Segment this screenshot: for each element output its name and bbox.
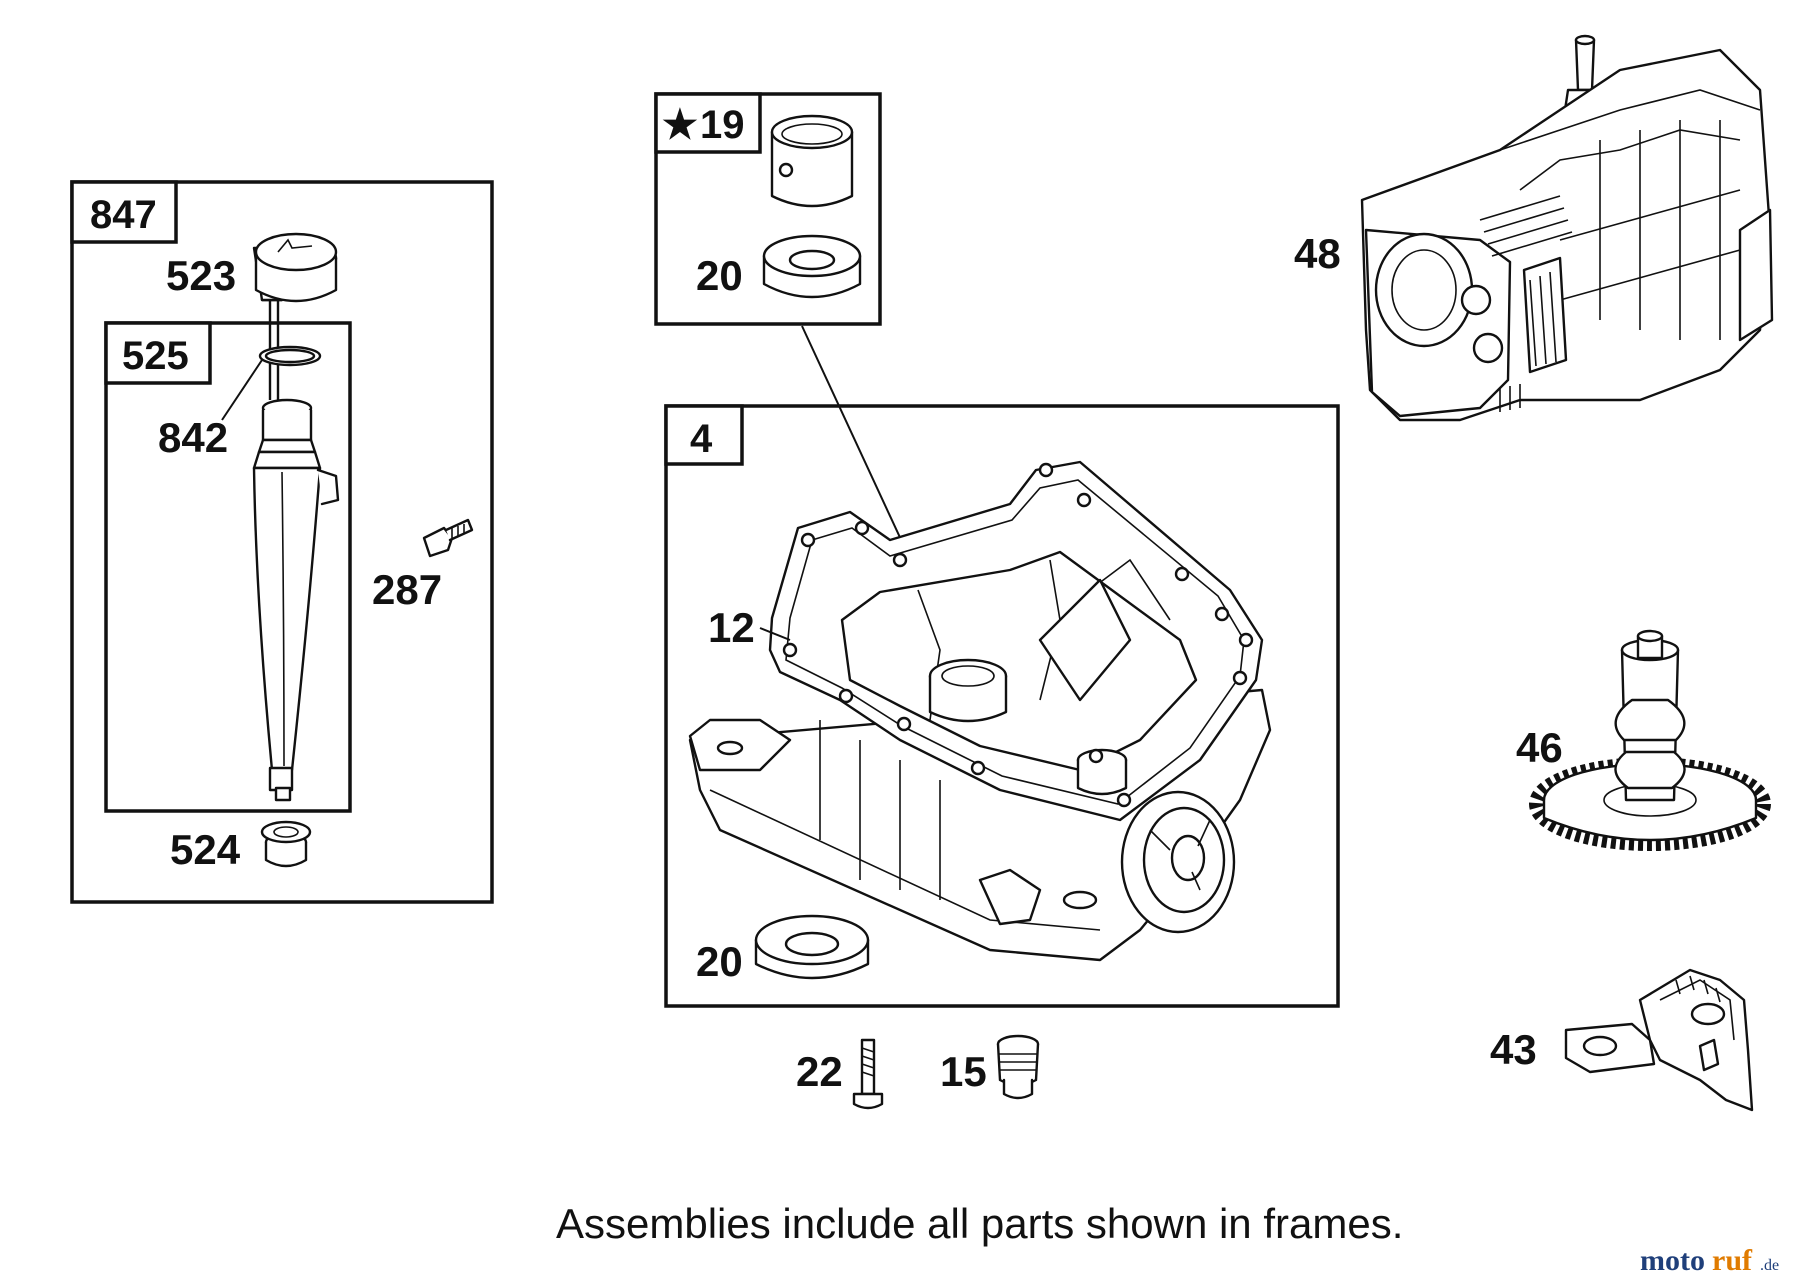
watermark-brand-2: ruf xyxy=(1712,1244,1753,1277)
part-label-20-bottom: 20 xyxy=(696,938,743,985)
frame-525-tag: 525 xyxy=(122,334,189,378)
part-label-48: 48 xyxy=(1294,230,1341,277)
seal-20-top-part xyxy=(762,234,862,299)
part-label-43: 43 xyxy=(1490,1026,1537,1073)
seal-20-bottom-part xyxy=(754,914,870,980)
part-label-524: 524 xyxy=(170,826,241,873)
governor-part xyxy=(1564,968,1754,1112)
leader-842 xyxy=(221,359,263,421)
motoruf-watermark: moto ruf .de xyxy=(1640,1244,1779,1277)
frame-19-tag: 19 xyxy=(700,103,745,147)
grommet-part xyxy=(260,820,312,868)
o-ring-part xyxy=(258,345,322,367)
assemblies-note: Assemblies include all parts shown in fr… xyxy=(556,1200,1403,1247)
bolt-22-part xyxy=(852,1038,884,1110)
frame-847-tag: 847 xyxy=(90,193,157,237)
bolt-287-part xyxy=(422,518,474,558)
part-label-15: 15 xyxy=(940,1048,987,1095)
watermark-suffix: .de xyxy=(1760,1257,1779,1274)
bushing-19-part xyxy=(770,114,854,208)
part-label-20-top: 20 xyxy=(696,252,743,299)
part-label-523: 523 xyxy=(166,252,236,299)
sump-housing-part xyxy=(688,460,1272,962)
plug-15-part xyxy=(996,1034,1040,1100)
frame-4-tag: 4 xyxy=(690,417,713,461)
part-label-22: 22 xyxy=(796,1048,843,1095)
flange-holes xyxy=(782,462,1254,808)
part-label-12: 12 xyxy=(708,604,755,651)
camshaft-part xyxy=(1529,629,1771,851)
leader-12 xyxy=(759,627,791,641)
dipstick-cap-part xyxy=(252,232,338,303)
frame-19: ★ 19 xyxy=(654,92,882,326)
dipstick-tube-part xyxy=(252,398,340,802)
watermark-brand: moto xyxy=(1640,1244,1705,1277)
frame-525: 525 xyxy=(104,321,352,813)
frame-847: 847 xyxy=(70,180,494,904)
frame-4: 4 xyxy=(664,404,1340,1008)
cylinder-block-part xyxy=(1360,34,1774,422)
part-label-287: 287 xyxy=(372,566,442,613)
part-label-46: 46 xyxy=(1516,724,1563,771)
frame-19-star: ★ xyxy=(662,103,698,147)
part-label-842: 842 xyxy=(158,414,228,461)
